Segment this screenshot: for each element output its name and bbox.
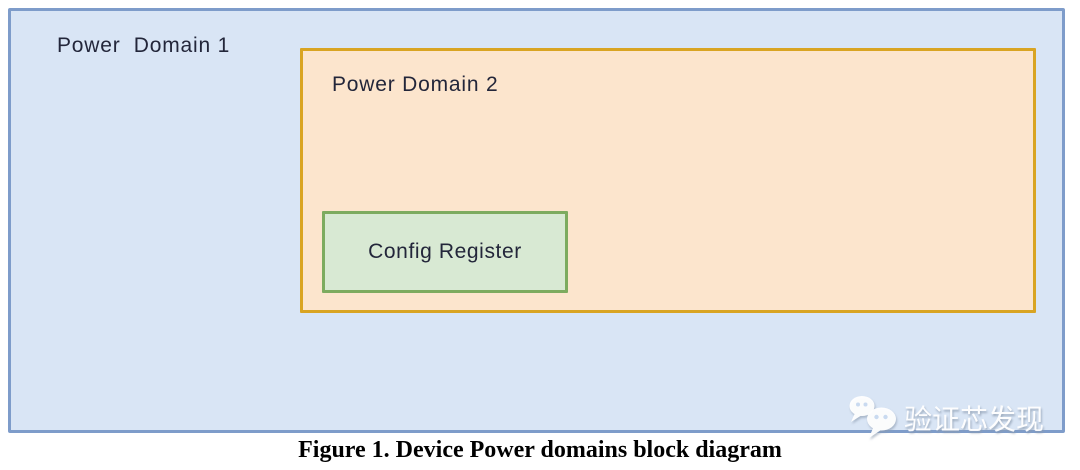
power-domain-1-label: Power Domain 1 [57, 34, 231, 57]
watermark: 验证芯发现 [848, 395, 1044, 444]
figure-caption: Figure 1. Device Power domains block dia… [298, 437, 782, 463]
config-register-box: Config Register [322, 211, 568, 293]
watermark-text: 验证芯发现 [904, 403, 1045, 435]
power-domain-1-box: Power Domain 1 Power Domain 2 Config Reg… [8, 8, 1065, 433]
config-register-label: Config Register [368, 240, 522, 263]
power-domain-2-label: Power Domain 2 [332, 73, 499, 96]
power-domain-2-box: Power Domain 2 Config Register [300, 48, 1036, 313]
wechat-chat-bubbles-icon [848, 395, 900, 444]
